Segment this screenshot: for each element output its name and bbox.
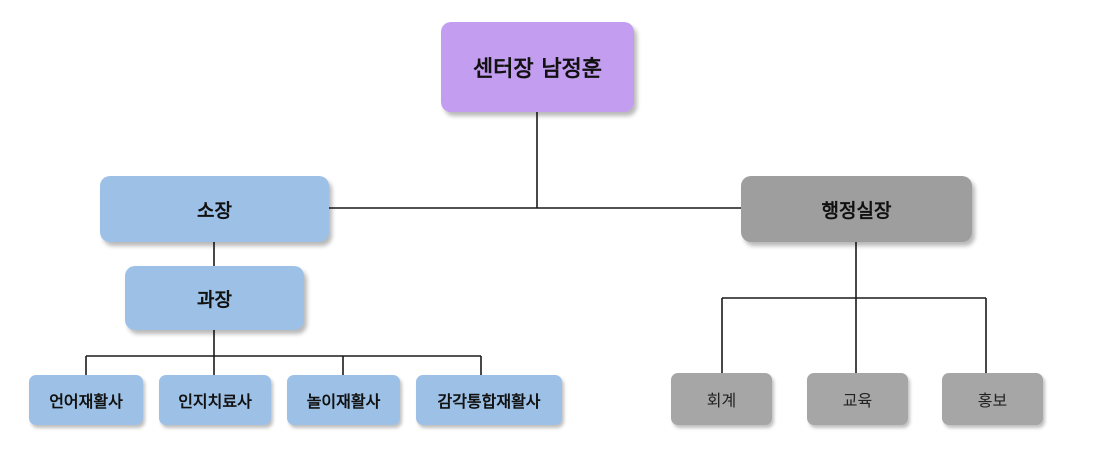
admin-unit-label: 홍보 xyxy=(977,391,1008,410)
center-director-label: 센터장 남정훈 xyxy=(472,57,603,82)
therapist-label: 언어재활사 xyxy=(49,392,123,411)
admin-unit-box-education: 교육 xyxy=(807,373,908,425)
director-box: 소장 xyxy=(100,176,329,242)
therapist-box-cognitive: 인지치료사 xyxy=(159,375,271,425)
therapist-box-play: 놀이재활사 xyxy=(287,375,400,425)
therapist-label: 감각통합재활사 xyxy=(437,392,541,411)
admin-unit-label: 회계 xyxy=(706,391,737,410)
section-chief-label: 과장 xyxy=(197,288,232,311)
therapist-box-sensory: 감각통합재활사 xyxy=(416,375,562,425)
section-chief-box: 과장 xyxy=(125,266,304,330)
admin-unit-label: 교육 xyxy=(842,391,873,410)
therapist-box-speech: 언어재활사 xyxy=(29,375,143,425)
director-label: 소장 xyxy=(197,199,232,222)
admin-manager-label: 행정실장 xyxy=(821,199,892,222)
center-director-box: 센터장 남정훈 xyxy=(441,22,634,112)
admin-unit-box-accounting: 회계 xyxy=(671,373,772,425)
admin-manager-box: 행정실장 xyxy=(741,176,972,242)
admin-unit-box-pr: 홍보 xyxy=(942,373,1043,425)
therapist-label: 인지치료사 xyxy=(178,392,252,411)
therapist-label: 놀이재활사 xyxy=(306,392,381,411)
